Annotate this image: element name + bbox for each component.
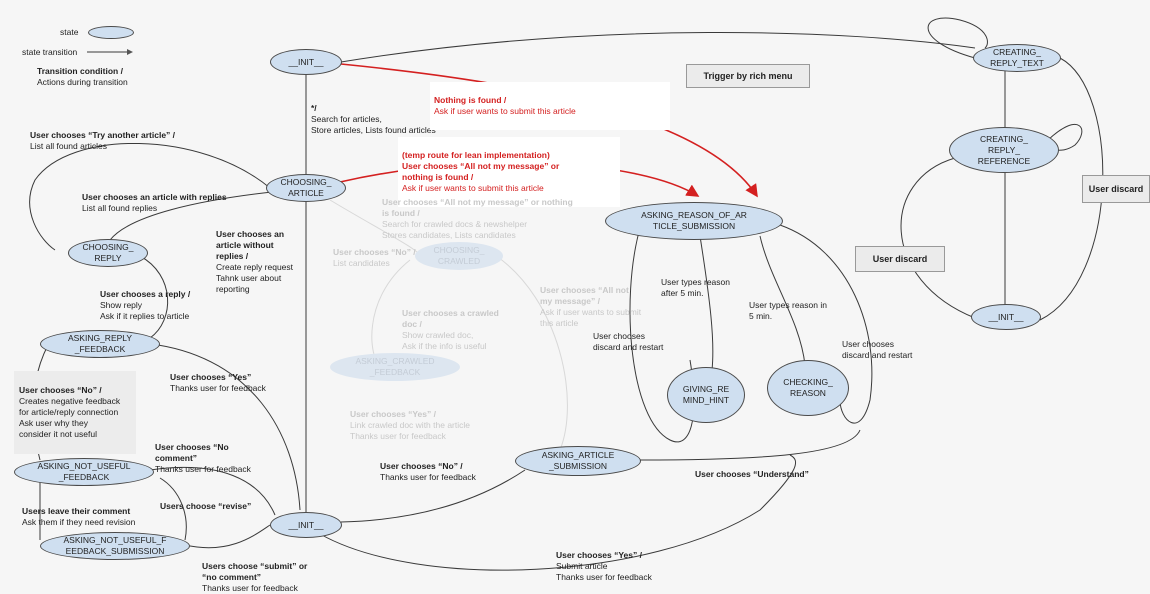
- state-checking-reason: CHECKING_ REASON: [767, 360, 849, 416]
- label-choose-no: User chooses “No” /Creates negative feed…: [14, 371, 136, 454]
- legend-state-label: state: [60, 27, 79, 37]
- state-init-top: __INIT__: [270, 49, 342, 75]
- state-choosing-reply: CHOOSING_ REPLY: [68, 239, 148, 267]
- label-faded-all-not-mine: User chooses “All not my message” or not…: [382, 197, 573, 240]
- label-understand: User chooses “Understand”: [695, 469, 809, 479]
- edge-feedback-yes: [157, 344, 301, 511]
- state-asking-not-useful-feedback-submission: ASKING_NOT_USEFUL_F EEDBACK_SUBMISSION: [40, 532, 190, 560]
- label-revise: Users choose “revise”: [160, 501, 252, 511]
- legend-action-label: Actions during transition: [37, 77, 128, 87]
- legend-state-shape: [88, 26, 134, 39]
- state-asking-not-useful-feedback: ASKING_NOT_USEFUL _FEEDBACK: [14, 458, 154, 486]
- label-faded-choose-no: User chooses “No” /List candidates: [333, 247, 416, 268]
- label-article-without-replies: User chooses an article without replies …: [216, 229, 294, 294]
- legend-transition-label: state transition: [22, 47, 78, 57]
- state-asking-article-submission: ASKING_ARTICLE _SUBMISSION: [515, 446, 641, 476]
- label-choose-reply: User chooses a reply /Show reply Ask if …: [100, 289, 191, 321]
- user-discard-box-right: User discard: [1082, 175, 1150, 203]
- edge-article-reply: [109, 191, 273, 241]
- label-reason-after-5: User types reason after 5 min.: [661, 277, 730, 298]
- label-temp-route: (temp route for lean implementation) Use…: [398, 137, 620, 207]
- edge-revise: [159, 477, 187, 541]
- state-creating-reply-text: CREATING_ REPLY_TEXT: [973, 44, 1061, 72]
- state-asking-reply-feedback: ASKING_REPLY _FEEDBACK: [40, 330, 160, 358]
- state-creating-reply-reference: CREATING_ REPLY_ REFERENCE: [949, 127, 1059, 173]
- state-asking-crawled-feedback: ASKING_CRAWLED _FEEDBACK: [330, 353, 460, 381]
- label-faded-all-not-mine-2: User chooses “All not my message” /Ask i…: [540, 285, 642, 328]
- edge-init-submission: [340, 469, 526, 523]
- label-reason-in-5: User types reason in 5 min.: [749, 300, 827, 321]
- edge-ref-left: [900, 157, 976, 319]
- label-discard-restart-right: User chooses discard and restart: [842, 339, 913, 360]
- label-nothing-found: Nothing is found /Ask if user wants to s…: [430, 82, 670, 130]
- label-choose-yes-feedback: User chooses “Yes”Thanks user for feedba…: [170, 372, 266, 393]
- state-choosing-crawled: CHOOSING_ CRAWLED: [415, 242, 503, 270]
- edge-reason-right: [779, 224, 873, 424]
- edge-reason-check: [759, 235, 806, 366]
- label-discard-restart-left: User chooses discard and restart: [593, 331, 664, 352]
- label-init-to-choosing: */Search for articles, Store articles, L…: [311, 103, 436, 135]
- label-try-another: User chooses “Try another article” /List…: [30, 130, 176, 151]
- edge-sub-init: [184, 524, 271, 549]
- label-submit-no-comment: Users choose “submit” or “no comment”Tha…: [202, 561, 308, 593]
- label-choose-yes-submit: User chooses “Yes” /Submit article Thank…: [556, 550, 652, 582]
- state-init-right: __INIT__: [971, 304, 1041, 330]
- legend-condition-label: Transition condition /: [37, 66, 123, 76]
- edge-reason-hint: [699, 235, 714, 371]
- trigger-rich-menu-box: Trigger by rich menu: [686, 64, 810, 88]
- user-discard-box-left: User discard: [855, 246, 945, 272]
- edge-text-loop: [927, 17, 988, 59]
- label-faded-yes: User chooses “Yes” /Link crawled doc wit…: [350, 409, 471, 441]
- edge-understand: [639, 429, 861, 461]
- edge-reply-feedback: [139, 255, 169, 339]
- state-choosing-article: CHOOSING_ ARTICLE: [266, 174, 346, 202]
- label-choose-no-submission: User chooses “No” /Thanks user for feedb…: [380, 461, 476, 482]
- edge-nouse-init: [149, 466, 276, 516]
- state-init-bottom: __INIT__: [270, 512, 342, 538]
- state-giving-remind-hint: GIVING_RE MIND_HINT: [667, 367, 745, 423]
- edge-try-another: [29, 142, 271, 251]
- label-no-comment: User chooses “No comment”Thanks user for…: [155, 442, 251, 474]
- edge-faded-right: [494, 254, 568, 451]
- state-asking-reason: ASKING_REASON_OF_AR TICLE_SUBMISSION: [605, 202, 783, 240]
- edge-init-creating: [340, 32, 976, 63]
- edge-init-yes: [319, 454, 797, 571]
- label-faded-crawled-doc: User chooses a crawled doc /Show crawled…: [402, 308, 499, 351]
